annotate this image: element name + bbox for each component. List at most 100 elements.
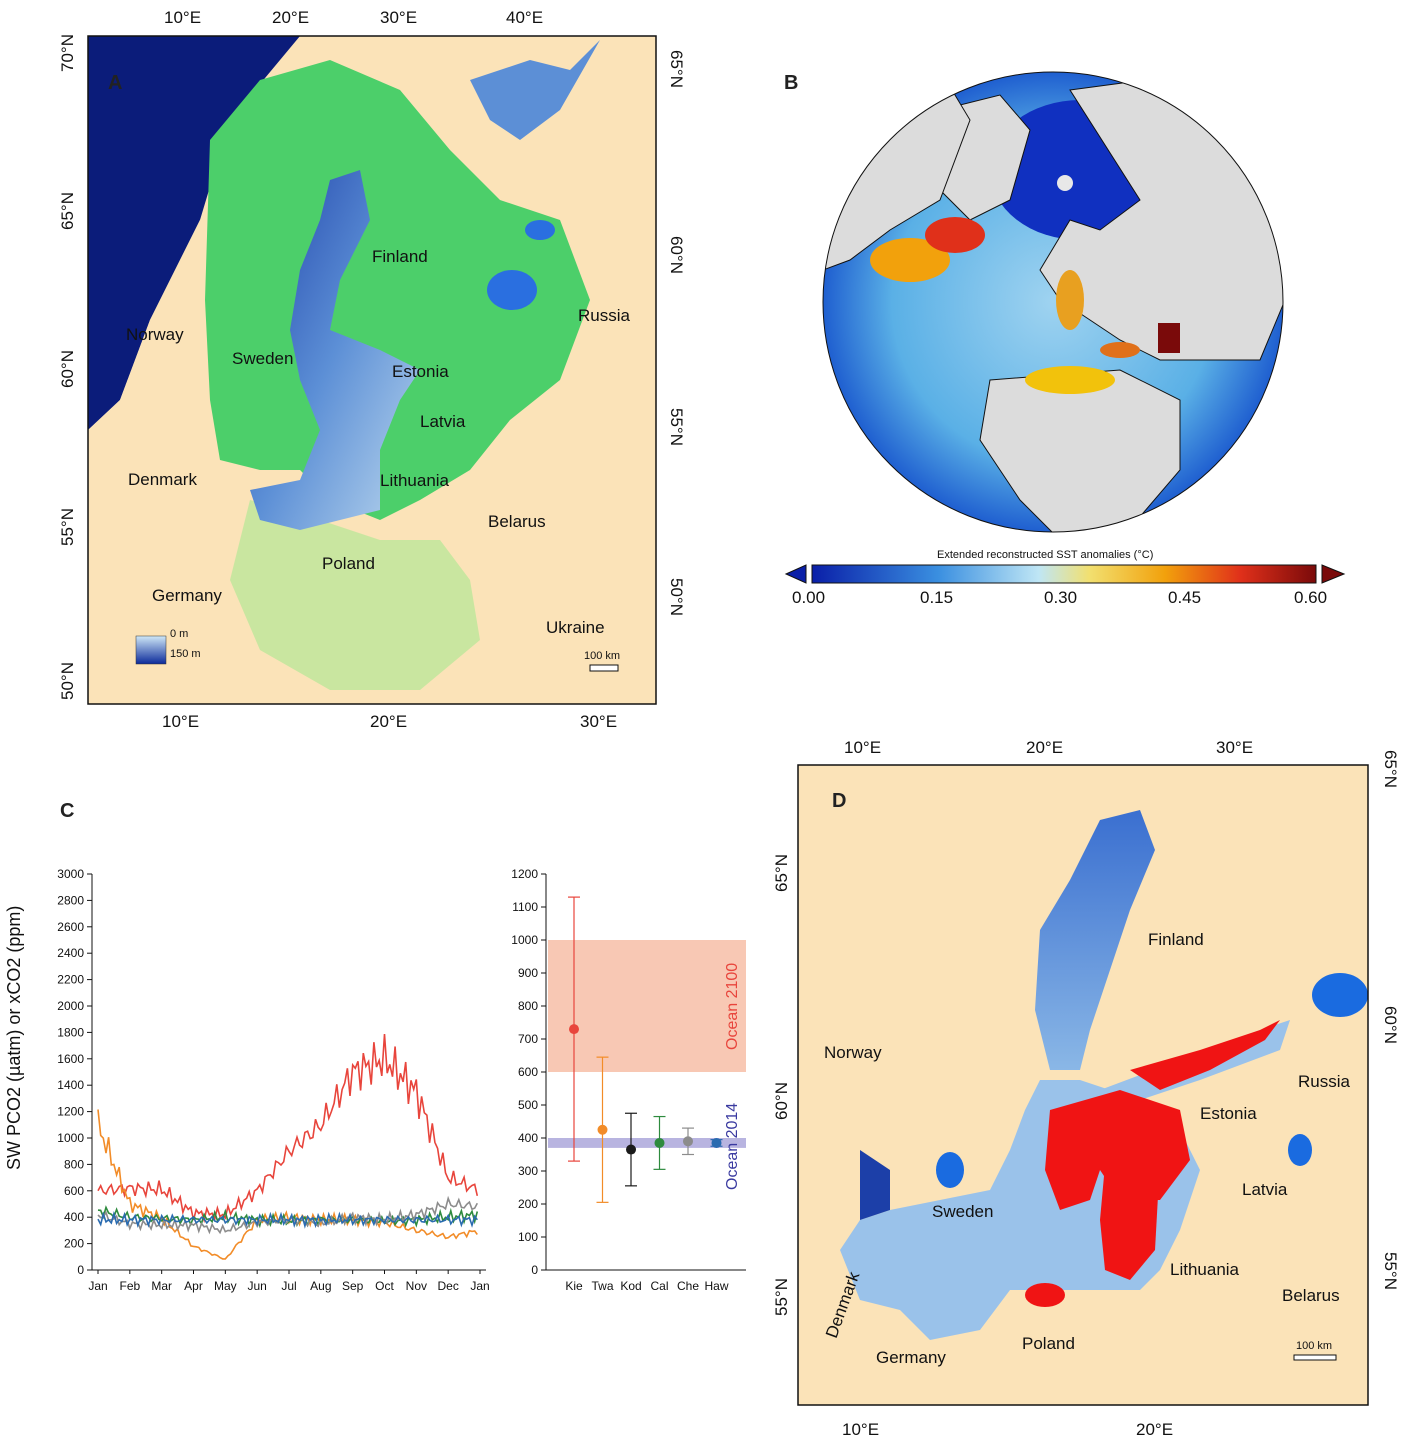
- left-y-tick-label: 1400: [57, 1078, 84, 1092]
- right-x-tick-label: Twa: [591, 1279, 613, 1293]
- panel-b: B Extended reconstructed SST anomalies (…: [740, 0, 1406, 640]
- country-germany: Germany: [152, 586, 222, 605]
- left-x-tick-label: Aug: [310, 1279, 331, 1293]
- d-tick-top-10e: 10°E: [844, 738, 882, 757]
- left-x-tick-label: Dec: [437, 1279, 458, 1293]
- colorbar-title: Extended reconstructed SST anomalies (°C…: [937, 549, 1154, 561]
- d-tick-left-60n: 60°N: [772, 1082, 791, 1120]
- country-finland: Finland: [372, 247, 428, 266]
- left-y-tick-label: 800: [64, 1157, 84, 1171]
- d-country-russia: Russia: [1298, 1072, 1350, 1091]
- left-y-tick-label: 2600: [57, 920, 84, 934]
- point-Kod: [626, 1144, 636, 1155]
- series-line-4: [97, 1210, 478, 1229]
- country-latvia: Latvia: [420, 412, 466, 431]
- panel-letter-d: D: [832, 790, 847, 812]
- left-x-tick-label: Mar: [151, 1279, 172, 1293]
- right-x-tick-label: Haw: [704, 1279, 728, 1293]
- left-x-tick-label: Jan: [470, 1279, 489, 1293]
- d-country-latvia: Latvia: [1242, 1180, 1288, 1199]
- left-x-tick-label: Sep: [342, 1279, 364, 1293]
- right-y-tick-label: 0: [531, 1263, 538, 1277]
- colorbar-tick-2: 0.30: [1044, 588, 1078, 607]
- left-x-tick-label: May: [214, 1279, 237, 1293]
- d-tick-left-65n: 65°N: [772, 854, 791, 892]
- tick-bottom-30e: 30°E: [580, 712, 618, 731]
- scale-bar-a-label: 100 km: [584, 650, 621, 662]
- colorbar-tick-0: 0.00: [792, 588, 826, 607]
- colorbar-tick-1: 0.15: [920, 588, 954, 607]
- right-y-tick-label: 500: [518, 1098, 538, 1112]
- d-tick-top-30e: 30°E: [1216, 738, 1254, 757]
- left-y-tick-label: 2200: [57, 973, 84, 987]
- right-y-tick-label: 1000: [511, 933, 538, 947]
- left-y-tick-label: 1200: [57, 1105, 84, 1119]
- band-0: [548, 940, 746, 1072]
- right-y-tick-label: 100: [518, 1230, 538, 1244]
- left-y-tick-label: 1600: [57, 1052, 84, 1066]
- series-line-0: [97, 1033, 479, 1224]
- tick-left-50n: 50°N: [58, 662, 77, 700]
- right-y-tick-label: 700: [518, 1032, 538, 1046]
- point-Che: [683, 1136, 693, 1147]
- band-1: [548, 1138, 746, 1148]
- globe-b: [784, 71, 1346, 584]
- map-d: [797, 764, 1369, 1406]
- country-belarus: Belarus: [488, 512, 546, 531]
- d-tick-right-60n: 60°N: [1381, 1006, 1400, 1044]
- country-estonia: Estonia: [392, 362, 449, 381]
- tick-right-55n: 55°N: [667, 408, 686, 446]
- tick-left-60n: 60°N: [58, 350, 77, 388]
- left-x-tick-label: Jul: [281, 1279, 296, 1293]
- tick-bottom-10e: 10°E: [162, 712, 200, 731]
- country-lithuania: Lithuania: [380, 471, 450, 490]
- chart-c: 0200400600800100012001400160018002000220…: [57, 867, 746, 1293]
- left-x-tick-label: Feb: [119, 1279, 140, 1293]
- panel-d: D 10°E 20°E 30°E 10°E 20°E 65°N 60°N 55°…: [760, 730, 1406, 1454]
- panel-a: A 10°E 20°E 30°E 40°E 10°E 20°E 30°E 70°…: [0, 0, 700, 740]
- left-y-tick-label: 2800: [57, 893, 84, 907]
- tick-right-65n: 65°N: [667, 50, 686, 88]
- depth-legend-top: 0 m: [170, 628, 189, 640]
- right-y-tick-label: 200: [518, 1197, 538, 1211]
- d-tick-top-20e: 20°E: [1026, 738, 1064, 757]
- country-ukraine: Ukraine: [546, 618, 605, 637]
- point-Haw: [711, 1137, 722, 1148]
- left-y-tick-label: 1000: [57, 1131, 84, 1145]
- d-country-estonia: Estonia: [1200, 1104, 1257, 1123]
- series-line-3: [97, 1195, 479, 1235]
- left-y-tick-label: 0: [77, 1263, 84, 1277]
- right-y-tick-label: 400: [518, 1131, 538, 1145]
- right-y-tick-label: 1100: [512, 900, 538, 914]
- d-country-belarus: Belarus: [1282, 1286, 1340, 1305]
- d-tick-bottom-10e: 10°E: [842, 1420, 880, 1439]
- right-x-tick-label: Cal: [650, 1279, 668, 1293]
- left-x-tick-label: Apr: [184, 1279, 203, 1293]
- left-y-tick-label: 600: [64, 1184, 84, 1198]
- left-y-tick-label: 1800: [57, 1025, 84, 1039]
- right-x-tick-label: Kie: [565, 1279, 583, 1293]
- left-x-tick-label: Oct: [375, 1279, 394, 1293]
- d-country-sweden: Sweden: [932, 1202, 994, 1221]
- tick-left-70n: 70°N: [58, 34, 77, 72]
- d-country-poland: Poland: [1022, 1334, 1075, 1353]
- tick-left-55n: 55°N: [58, 508, 77, 546]
- left-y-tick-label: 3000: [57, 867, 84, 881]
- d-country-finland: Finland: [1148, 930, 1204, 949]
- country-denmark: Denmark: [128, 470, 197, 489]
- right-y-tick-label: 600: [518, 1065, 538, 1079]
- right-x-tick-label: Kod: [620, 1279, 641, 1293]
- left-y-tick-label: 2000: [57, 999, 84, 1013]
- map-a: [87, 35, 657, 705]
- tick-right-50n: 50°N: [667, 578, 686, 616]
- series-line-1: [97, 1109, 478, 1260]
- right-y-tick-label: 300: [518, 1164, 538, 1178]
- country-sweden: Sweden: [232, 349, 294, 368]
- tick-right-60n: 60°N: [667, 236, 686, 274]
- right-y-tick-label: 900: [518, 966, 538, 980]
- left-y-tick-label: 200: [64, 1237, 84, 1251]
- right-y-tick-label: 800: [518, 999, 538, 1013]
- d-tick-right-55n: 55°N: [1381, 1252, 1400, 1290]
- d-country-lithuania: Lithuania: [1170, 1260, 1240, 1279]
